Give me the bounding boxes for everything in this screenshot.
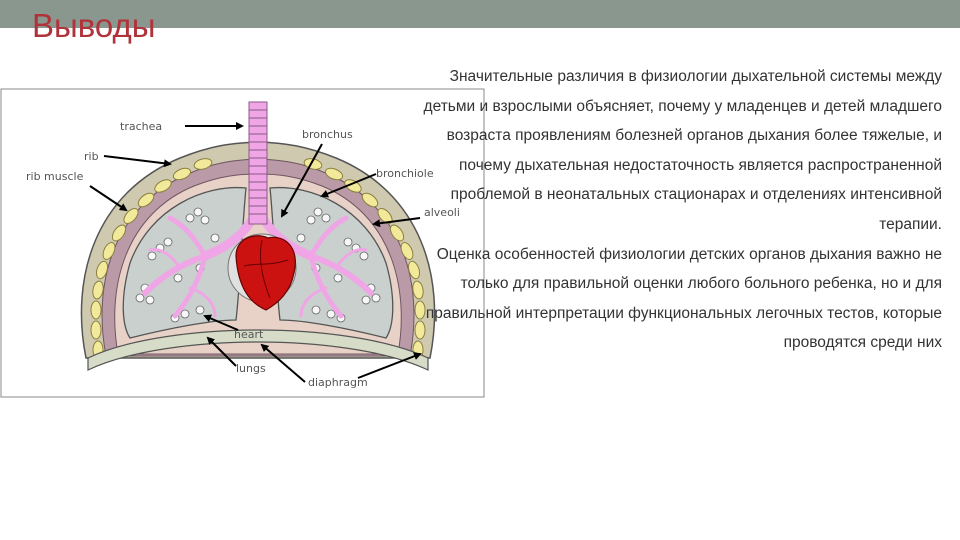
label-bronchus: bronchus (302, 128, 353, 141)
label-alveoli: alveoli (424, 206, 460, 219)
diaphragm (87, 329, 429, 371)
body-text: Значительные различия в физиологии дыхат… (410, 62, 942, 358)
paragraph-1: Значительные различия в физиологии дыхат… (423, 68, 942, 233)
top-bar (0, 0, 960, 28)
label-diaphragm: diaphragm (308, 376, 368, 389)
label-heart: heart (234, 328, 264, 341)
label-rib: rib (84, 150, 99, 163)
respiratory-diagram-svg: trachea bronchus rib rib muscle bronchio… (0, 88, 485, 398)
heart (227, 233, 297, 311)
label-arrows (89, 122, 422, 383)
label-bronchiole: bronchiole (376, 167, 434, 180)
trachea (248, 101, 268, 225)
trachea-rings (249, 109, 267, 215)
label-lungs: lungs (236, 362, 266, 375)
respiratory-diagram: trachea bronchus rib rib muscle bronchio… (0, 88, 485, 398)
label-rib-muscle: rib muscle (26, 170, 84, 183)
label-trachea: trachea (120, 120, 162, 133)
paragraph-2: Оценка особенностей физиологии детских о… (425, 245, 942, 352)
slide-title: Выводы (32, 7, 156, 44)
